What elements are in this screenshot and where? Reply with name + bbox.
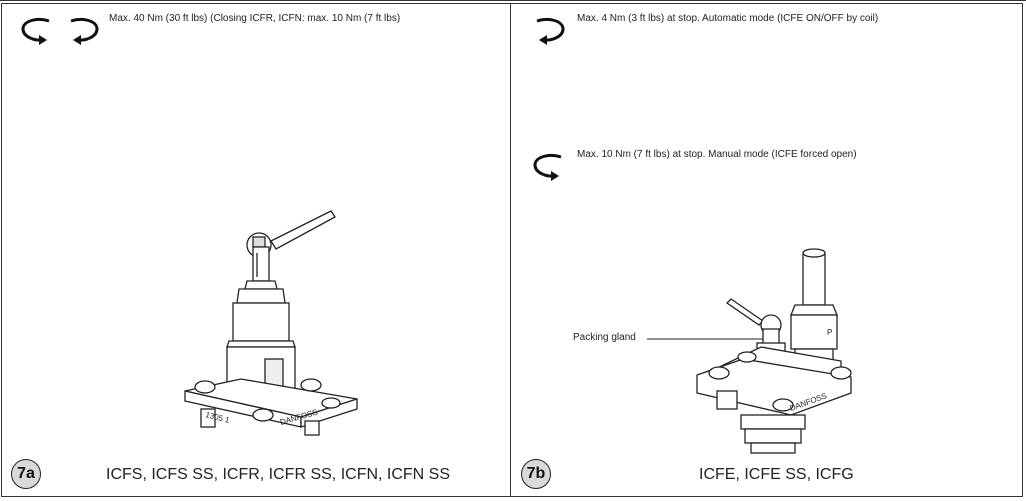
figure-label-badge: 7b (521, 459, 551, 489)
panel-7a: Max. 40 Nm (30 ft lbs) (Closing ICFR, IC… (1, 3, 510, 497)
valve-letter-marking: P (827, 328, 832, 337)
figure-caption: ICFE, ICFE SS, ICFG (699, 466, 854, 483)
rotate-clockwise-icon (536, 17, 565, 45)
top-rule (0, 0, 1026, 1)
packing-gland-leader-line (647, 338, 763, 340)
valve-illustration-icfe: DANFOSS P (696, 248, 852, 454)
automatic-mode-note: Max. 4 Nm (3 ft lbs) at stop. Automatic … (577, 13, 879, 24)
figure-label-badge: 7a (11, 459, 41, 489)
torque-note: Max. 40 Nm (30 ft lbs) (Closing ICFR, IC… (109, 13, 401, 24)
figure-caption: ICFS, ICFS SS, ICFR, ICFR SS, ICFN, ICFN… (106, 466, 451, 483)
panel-7b: Max. 4 Nm (3 ft lbs) at stop. Automatic … (511, 3, 1023, 497)
packing-gland-label: Packing gland (573, 332, 636, 343)
panel-divider (510, 3, 511, 497)
manual-mode-note: Max. 10 Nm (7 ft lbs) at stop. Manual mo… (577, 149, 857, 160)
rotate-counterclockwise-icon (21, 17, 50, 45)
rotate-counterclockwise-icon (533, 153, 562, 181)
figure-frame (1, 3, 1023, 497)
valve-illustration-icfs: 1305 1 DANFOSS (184, 210, 358, 436)
rotate-clockwise-icon (70, 17, 99, 45)
